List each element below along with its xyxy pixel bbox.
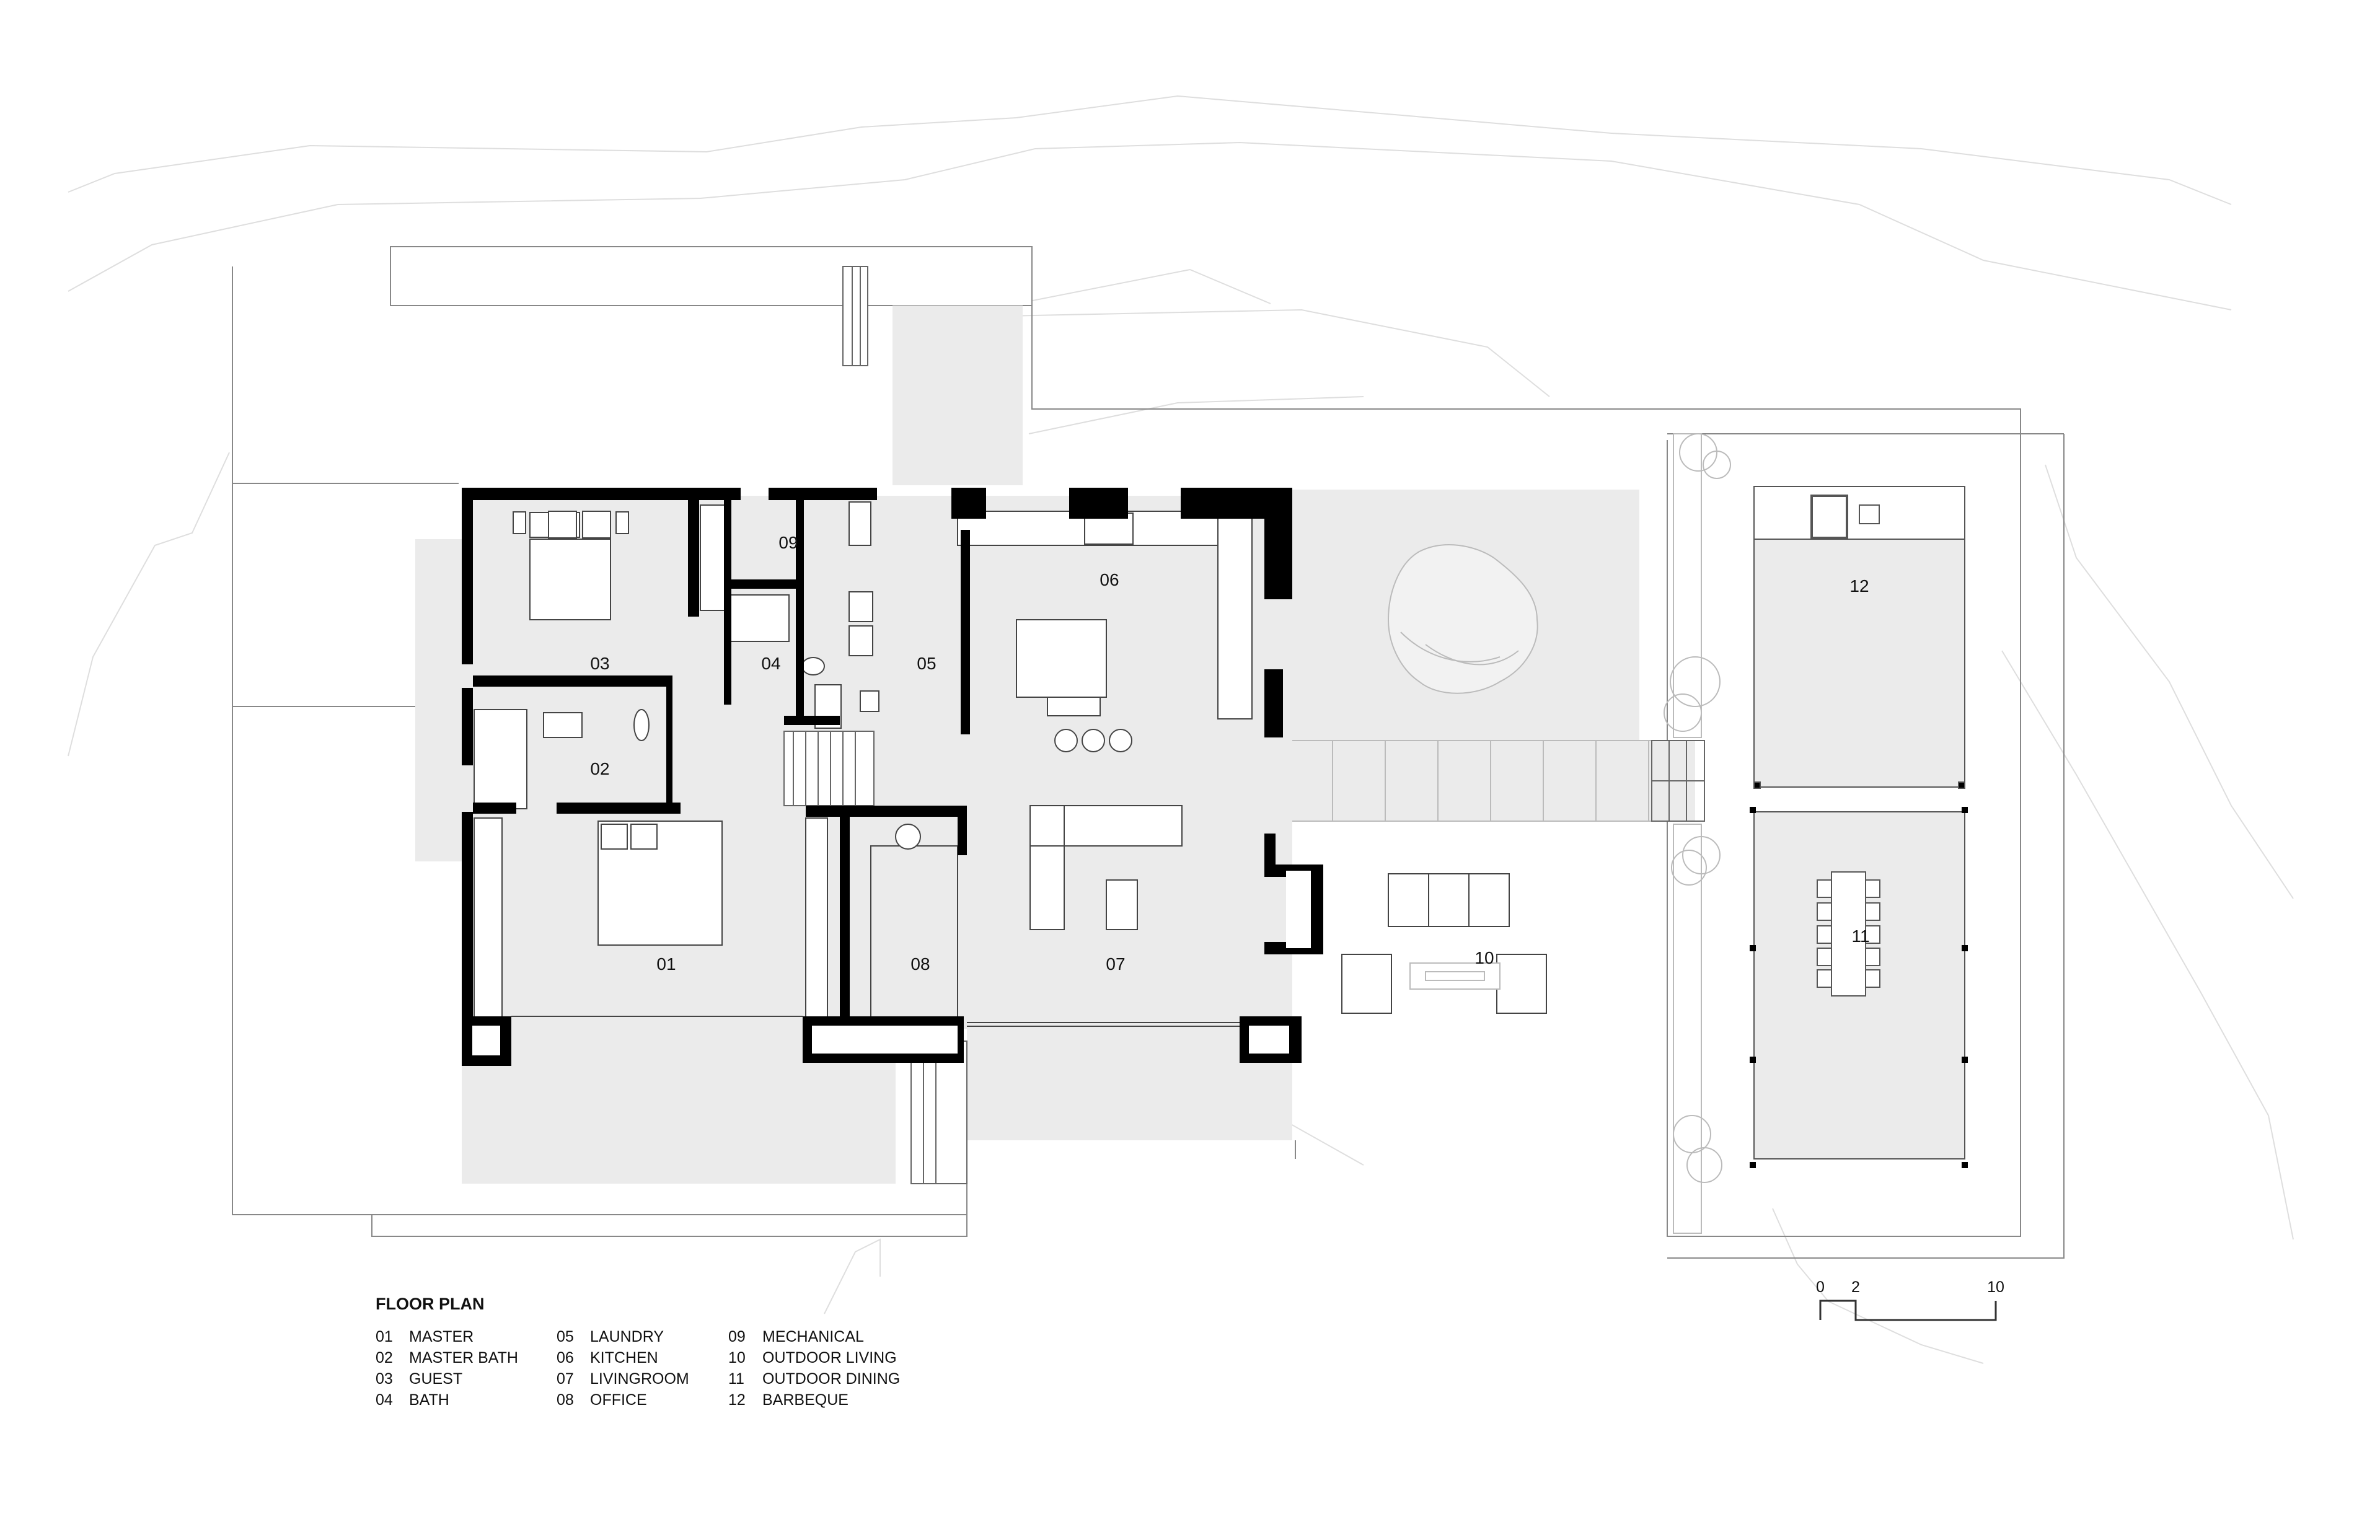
plan-title: FLOOR PLAN xyxy=(376,1295,485,1313)
legend-name-08: OFFICE xyxy=(590,1391,647,1409)
legend-name-01: MASTER xyxy=(409,1328,474,1345)
legend-name-03: GUEST xyxy=(409,1370,462,1388)
legend-num-05: 05 xyxy=(557,1328,574,1345)
room-label-11: 11 xyxy=(1851,926,1869,946)
legend-num-02: 02 xyxy=(376,1349,393,1366)
scale-bar: 0 2 10 xyxy=(1816,1278,2004,1321)
sliding-door xyxy=(511,1016,1240,1027)
site-outline xyxy=(232,246,2065,1259)
barbeque-pavilion xyxy=(1753,486,1965,789)
legend-num-08: 08 xyxy=(557,1391,574,1409)
room-label-06: 06 xyxy=(1100,570,1119,589)
legend-name-12: BARBEQUE xyxy=(762,1391,848,1409)
outdoor-living-furniture xyxy=(1341,873,1547,1014)
house-furniture xyxy=(474,501,1253,1029)
room-labels: 01 02 03 04 05 06 07 08 09 10 11 12 xyxy=(590,533,1869,974)
terrace-steps xyxy=(1651,740,1705,822)
legend-name-05: LAUNDRY xyxy=(590,1328,664,1345)
legend-num-03: 03 xyxy=(376,1370,393,1388)
room-label-01: 01 xyxy=(656,954,676,974)
tree-icon xyxy=(1387,544,1538,694)
room-label-08: 08 xyxy=(910,954,930,974)
legend-num-04: 04 xyxy=(376,1391,393,1409)
outdoor-dining-pavilion xyxy=(1750,807,1968,1168)
legend-name-02: MASTER BATH xyxy=(409,1349,518,1366)
paving-grid xyxy=(1292,740,1698,822)
legend-num-12: 12 xyxy=(728,1391,746,1409)
walls xyxy=(462,488,1323,1066)
legend-name-06: KITCHEN xyxy=(590,1349,658,1366)
pier-voids xyxy=(472,871,1311,1055)
interior-stairs xyxy=(783,266,967,1184)
legend-name-04: BATH xyxy=(409,1391,449,1409)
legend-num-06: 06 xyxy=(557,1349,574,1366)
room-label-05: 05 xyxy=(917,654,936,673)
room-label-03: 03 xyxy=(590,654,609,673)
room-label-02: 02 xyxy=(590,759,609,778)
legend-num-10: 10 xyxy=(728,1349,746,1366)
legend-num-09: 09 xyxy=(728,1328,746,1345)
floor-fills xyxy=(415,306,1965,1184)
planter-strip xyxy=(1664,433,1731,1234)
room-label-12: 12 xyxy=(1849,576,1869,596)
room-label-04: 04 xyxy=(761,654,780,673)
legend-name-11: OUTDOOR DINING xyxy=(762,1370,900,1388)
legend-num-01: 01 xyxy=(376,1328,393,1345)
scale-label-2: 2 xyxy=(1851,1278,1860,1296)
legend-num-11: 11 xyxy=(728,1370,744,1388)
room-label-10: 10 xyxy=(1474,948,1494,967)
room-label-07: 07 xyxy=(1106,954,1125,974)
scale-label-10: 10 xyxy=(1987,1278,2004,1296)
legend-name-09: MECHANICAL xyxy=(762,1328,864,1345)
room-label-09: 09 xyxy=(778,533,798,552)
room-legend: 01 MASTER 02 MASTER BATH 03 GUEST 04 BAT… xyxy=(376,1328,900,1409)
legend-num-07: 07 xyxy=(557,1370,574,1388)
scale-label-0: 0 xyxy=(1816,1278,1825,1296)
legend-name-07: LIVINGROOM xyxy=(590,1370,689,1388)
legend-name-10: OUTDOOR LIVING xyxy=(762,1349,897,1366)
